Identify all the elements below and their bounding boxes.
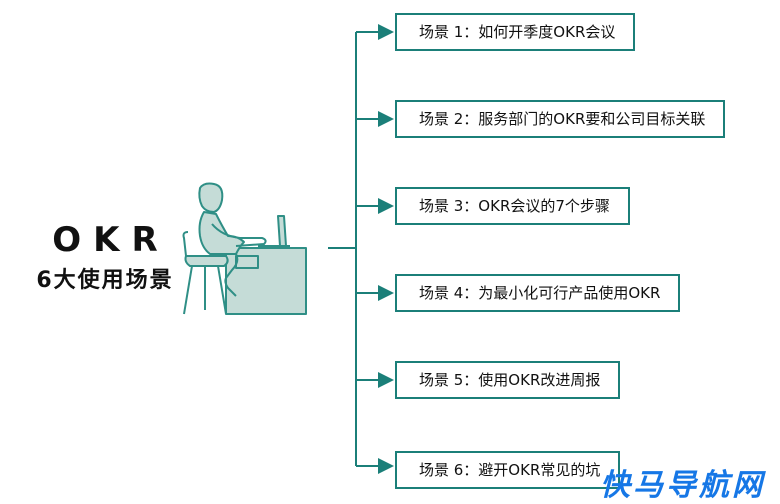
central-title: OKR	[52, 220, 170, 260]
branch-node-6: 场景 6：避开OKR常见的坑	[395, 451, 621, 489]
central-topic: OKR 6大使用场景	[20, 222, 190, 294]
branch-node-3: 场景 3：OKR会议的7个步骤	[395, 187, 630, 225]
branch-node-2: 场景 2：服务部门的OKR要和公司目标关联	[395, 100, 726, 138]
central-subtitle: 6大使用场景	[36, 268, 174, 293]
branch-node-1: 场景 1：如何开季度OKR会议	[395, 13, 636, 51]
watermark-logo: 快马导航网	[600, 468, 765, 503]
branch-node-5: 场景 5：使用OKR改进周报	[395, 361, 621, 399]
branch-node-4: 场景 4：为最小化可行产品使用OKR	[395, 274, 681, 312]
